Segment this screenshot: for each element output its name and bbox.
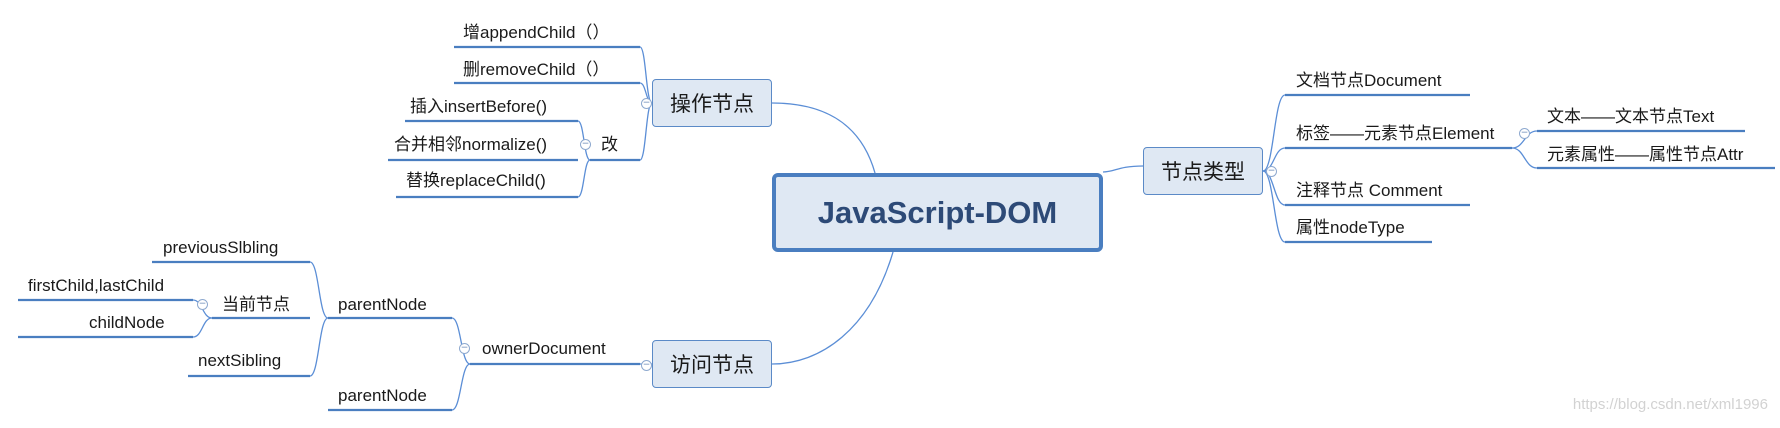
node-types-node[interactable]: 节点类型: [1143, 147, 1263, 195]
owner-document-node[interactable]: ownerDocument: [482, 339, 606, 358]
insert-before-node[interactable]: 插入insertBefore(): [410, 97, 547, 116]
document-node[interactable]: 文档节点Document: [1296, 71, 1442, 90]
link-current-child-node: [192, 317, 213, 338]
operate-nodes-label: 操作节点: [670, 93, 754, 116]
modify-node[interactable]: 改: [601, 135, 618, 154]
link-types-node-type: [1262, 170, 1286, 243]
next-sibling-node[interactable]: nextSibling: [198, 351, 282, 370]
root-label: JavaScript-DOM: [817, 194, 1058, 230]
access-collapse-toggle-icon[interactable]: −: [641, 360, 652, 371]
link-types-element: [1262, 147, 1286, 172]
element-node[interactable]: 标签——元素节点Element: [1296, 124, 1495, 143]
node-type-node[interactable]: 属性nodeType: [1296, 218, 1405, 237]
comment-node[interactable]: 注释节点 Comment: [1296, 181, 1443, 200]
link-parent-previous: [309, 261, 329, 319]
element-collapse-toggle-icon[interactable]: −: [1519, 128, 1530, 139]
link-element-text: [1511, 130, 1538, 149]
types-collapse-toggle-icon[interactable]: −: [1266, 166, 1277, 177]
append-child-node[interactable]: 增appendChild（）: [463, 23, 610, 42]
text-node[interactable]: 文本——文本节点Text: [1547, 107, 1715, 126]
operate-collapse-toggle-icon[interactable]: −: [641, 98, 652, 109]
root-node[interactable]: JavaScript-DOM: [772, 173, 1103, 252]
link-operate-modify: [639, 102, 653, 161]
link-root-types: [1102, 165, 1144, 173]
link-element-attr: [1511, 147, 1538, 169]
watermark: https://blog.csdn.net/xml1996: [1572, 396, 1768, 413]
link-root-operate: [771, 102, 876, 174]
operate-nodes-node[interactable]: 操作节点: [652, 79, 772, 127]
remove-child-node[interactable]: 删removeChild（）: [463, 60, 610, 79]
replace-child-node[interactable]: 替换replaceChild(): [406, 171, 546, 190]
normalize-node[interactable]: 合并相邻normalize(): [394, 135, 548, 154]
link-parent-next: [309, 317, 329, 377]
node-types-label: 节点类型: [1161, 161, 1245, 184]
link-owner-parent-upper: [451, 317, 471, 365]
access-nodes-node[interactable]: 访问节点: [652, 340, 772, 388]
parent-node-upper[interactable]: parentNode: [338, 295, 427, 314]
current-node[interactable]: 当前节点: [222, 295, 290, 314]
attr-node[interactable]: 元素属性——属性节点Attr: [1547, 145, 1744, 164]
owner-document-collapse-toggle-icon[interactable]: −: [459, 343, 470, 354]
link-root-access: [771, 251, 894, 365]
access-nodes-label: 访问节点: [670, 354, 754, 377]
previous-sibling-node[interactable]: previousSlbling: [163, 238, 279, 257]
parent-node-lower[interactable]: parentNode: [338, 386, 427, 405]
link-owner-parent-lower: [451, 363, 471, 411]
link-types-document: [1262, 94, 1286, 172]
modify-collapse-toggle-icon[interactable]: −: [580, 139, 591, 150]
link-modify-replace: [577, 159, 591, 198]
current-node-collapse-toggle-icon[interactable]: −: [197, 299, 208, 310]
child-node-node[interactable]: childNode: [89, 313, 165, 332]
first-last-child-node[interactable]: firstChild,lastChild: [28, 276, 165, 295]
